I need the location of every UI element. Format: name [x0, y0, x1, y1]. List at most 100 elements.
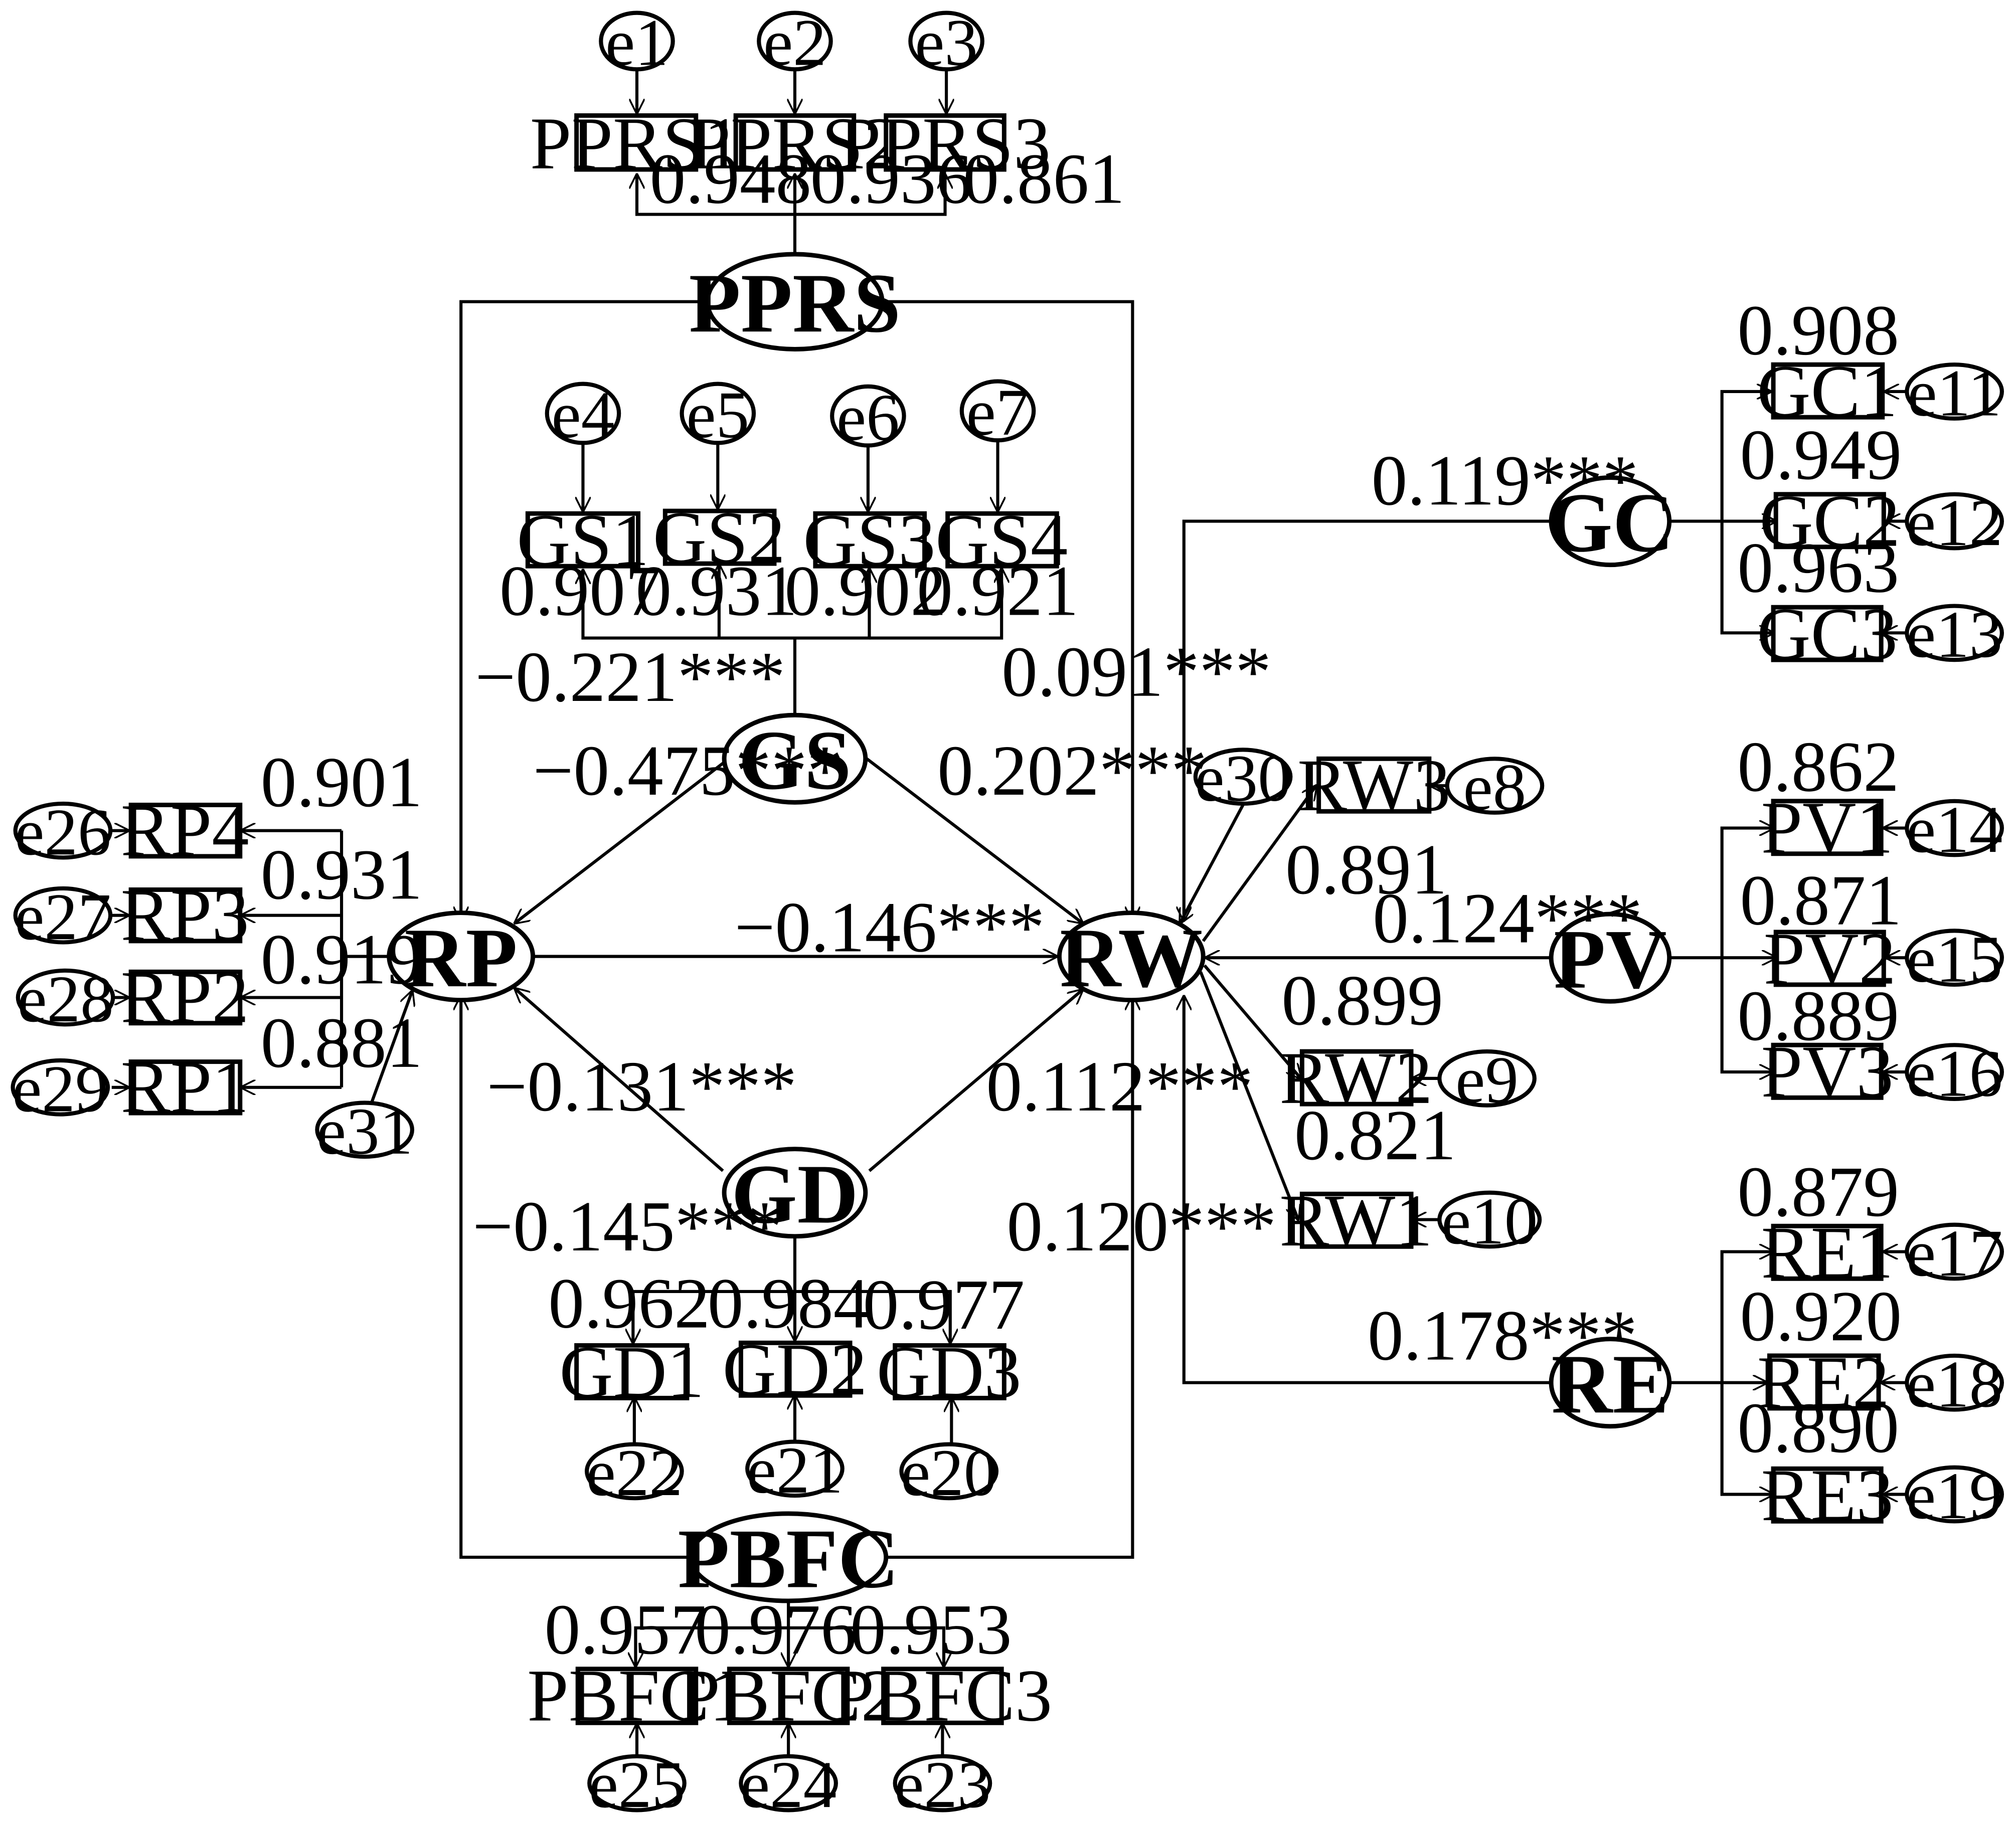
loading-gc2: 0.949	[1740, 415, 1902, 495]
indicator-pv2: PV2	[1764, 918, 1896, 1000]
svg-text:GC2: GC2	[1759, 480, 1900, 563]
latent-pprs: PPRS	[689, 252, 901, 351]
svg-text:GC3: GC3	[1757, 593, 1898, 675]
svg-text:GS3: GS3	[803, 499, 935, 582]
error-e5: e5	[680, 378, 756, 452]
loading-gs3: 0.902	[784, 552, 946, 631]
loading-gs2: 0.931	[635, 552, 797, 631]
svg-text:RP2: RP2	[121, 957, 249, 1039]
loading-rp1: 0.881	[261, 1003, 423, 1083]
indicator-re3: RE3	[1761, 1454, 1894, 1537]
error-e26: e26	[13, 795, 113, 869]
coef-re-rw: 0.178***	[1368, 1296, 1637, 1376]
coef-pv-rw: 0.124***	[1373, 878, 1642, 958]
indicator-rw2: RW2	[1279, 1037, 1432, 1120]
svg-text:GS: GS	[738, 713, 851, 807]
indicator-rp1: RP1	[121, 1046, 249, 1129]
loading-gc1: 0.908	[1737, 291, 1899, 371]
loading-pbfc1: 0.957	[545, 1590, 707, 1670]
indicator-gc2: GC2	[1759, 480, 1900, 563]
error-e16: e16	[1905, 1036, 2004, 1111]
svg-text:RW3: RW3	[1297, 745, 1450, 827]
coef-rp-rw: −0.146***	[735, 887, 1045, 967]
indicator-gd2: GD2	[723, 1329, 868, 1411]
indicator-pbfc2: PBFC2	[679, 1655, 898, 1737]
svg-text:e14: e14	[1906, 792, 2002, 866]
error-e31: e31	[315, 1094, 414, 1168]
latent-variables: PPRS GS RP RW GD PBFC GC PV RE	[387, 252, 1674, 1606]
svg-text:PBFC2: PBFC2	[679, 1655, 898, 1737]
connector-lines	[111, 69, 1907, 1758]
error-e8: e8	[1445, 750, 1545, 824]
indicator-rp4: RP4	[121, 790, 249, 872]
coef-gd-rw: 0.112***	[986, 1047, 1253, 1127]
svg-text:e7: e7	[966, 375, 1030, 449]
svg-text:GS4: GS4	[935, 499, 1068, 582]
svg-text:PBFC3: PBFC3	[833, 1655, 1053, 1737]
indicator-pprs1: PPRS1	[530, 103, 741, 185]
loading-gd3: 0.977	[863, 1265, 1025, 1345]
loading-rp4: 0.901	[261, 743, 423, 822]
error-e13: e13	[1905, 597, 2004, 671]
loading-gs1: 0.907	[499, 552, 661, 631]
loading-rw2: 0.899	[1281, 961, 1443, 1040]
loading-gc3: 0.963	[1737, 528, 1899, 608]
latent-rp: RP	[387, 910, 536, 1005]
svg-text:e26: e26	[15, 795, 111, 869]
coef-gs-rp: −0.475***	[533, 731, 844, 811]
svg-text:GD1: GD1	[559, 1331, 704, 1413]
loading-re1: 0.879	[1737, 1152, 1899, 1232]
coef-pprs-rw: 0.091***	[1001, 632, 1271, 712]
error-e7: e7	[959, 375, 1036, 449]
error-e27: e27	[13, 879, 113, 954]
loading-gd2: 0.984	[708, 1264, 870, 1344]
error-e4: e4	[545, 378, 621, 452]
svg-text:e28: e28	[17, 962, 113, 1036]
error-e6: e6	[830, 380, 906, 454]
loading-rp2: 0.919	[261, 920, 423, 999]
error-e12: e12	[1905, 485, 2004, 560]
loading-rw3: 0.891	[1285, 830, 1447, 909]
error-e29: e29	[11, 1051, 110, 1126]
loading-rw1: 0.821	[1294, 1096, 1456, 1175]
svg-text:e16: e16	[1906, 1036, 2002, 1111]
error-e2: e2	[757, 5, 833, 79]
indicator-re2: RE2	[1757, 1342, 1890, 1424]
coef-gs-rw: 0.202***	[937, 731, 1207, 811]
svg-text:e20: e20	[901, 1435, 997, 1510]
indicator-rp3: RP3	[121, 874, 249, 957]
error-e28: e28	[16, 962, 115, 1036]
loading-re3: 0.890	[1737, 1388, 1899, 1468]
latent-pbfc: PBFC	[678, 1511, 899, 1606]
error-e11: e11	[1905, 356, 2004, 430]
latent-pv: PV	[1549, 912, 1672, 1006]
indicator-gd3: GD3	[877, 1331, 1022, 1413]
loading-pbfc3: 0.953	[850, 1590, 1012, 1670]
error-e14: e14	[1905, 792, 2004, 866]
error-e22: e22	[585, 1435, 684, 1510]
error-e15: e15	[1905, 922, 2004, 996]
loading-pv3: 0.889	[1737, 976, 1899, 1056]
error-e3: e3	[908, 5, 984, 79]
loading-gd1: 0.962	[548, 1264, 710, 1344]
coef-gc-rw: 0.119***	[1372, 441, 1638, 520]
svg-text:e13: e13	[1906, 597, 2002, 671]
error-e23: e23	[893, 1747, 992, 1821]
loading-pbfc2: 0.976	[695, 1590, 857, 1670]
error-e1: e1	[599, 5, 675, 79]
svg-text:GC1: GC1	[1757, 350, 1898, 433]
error-e18: e18	[1905, 1347, 2004, 1421]
error-e24: e24	[739, 1747, 838, 1821]
indicator-pprs3: PPRS3	[839, 103, 1051, 185]
svg-text:RE: RE	[1552, 1337, 1669, 1431]
svg-text:GD: GD	[731, 1147, 858, 1241]
svg-text:RP: RP	[405, 910, 518, 1005]
svg-text:PV3: PV3	[1761, 1031, 1894, 1113]
latent-rw: RW	[1057, 910, 1206, 1005]
svg-text:RE2: RE2	[1757, 1342, 1890, 1424]
svg-text:RW2: RW2	[1279, 1037, 1432, 1120]
svg-text:RP3: RP3	[121, 874, 249, 957]
loading-pprs3: 0.861	[963, 139, 1125, 219]
svg-text:e10: e10	[1441, 1184, 1538, 1258]
